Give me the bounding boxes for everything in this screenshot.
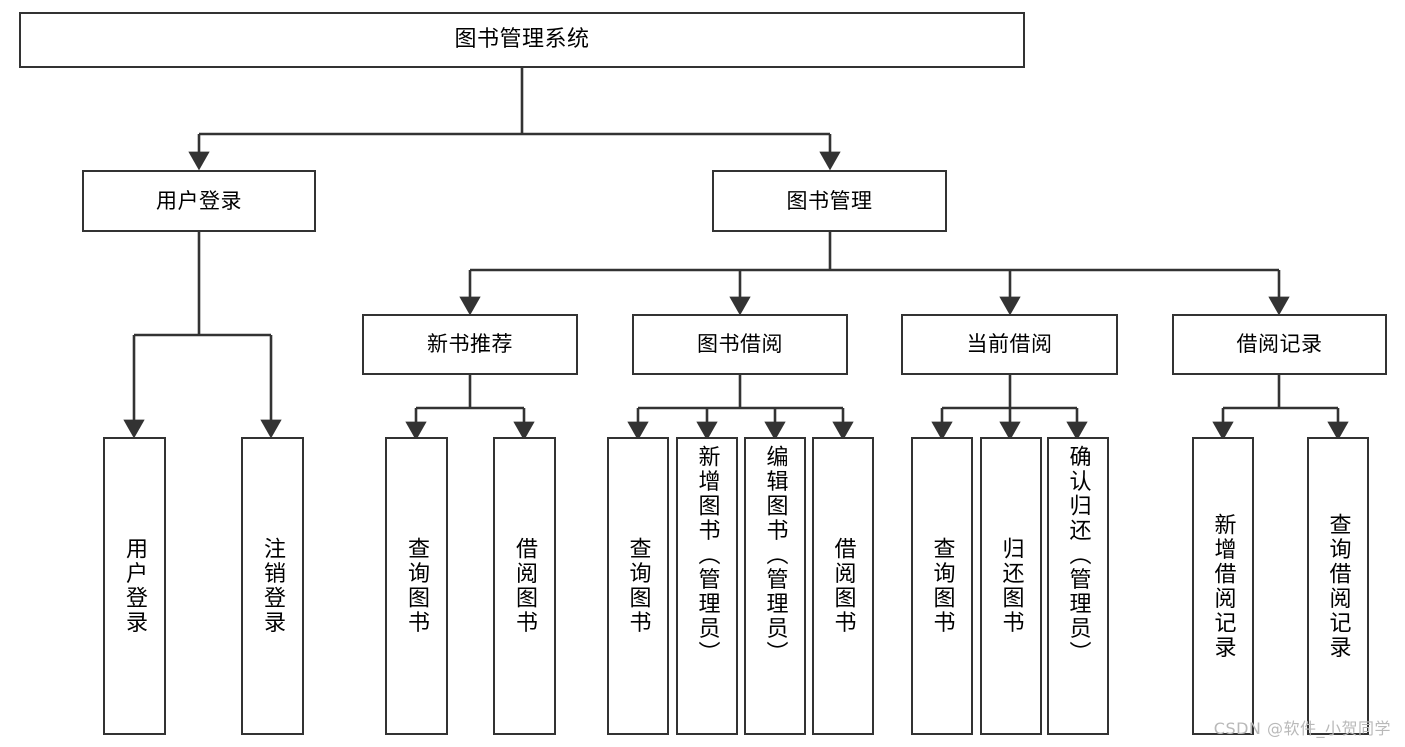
node-user-login[interactable]: 用户登录 bbox=[82, 170, 316, 232]
node-label: 确认归还（管理员） bbox=[1065, 445, 1091, 666]
node-label: 借阅记录 bbox=[1236, 332, 1323, 357]
node-label: 注销登录 bbox=[260, 537, 286, 635]
leaf-query-borrow-record[interactable]: 查询借阅记录 bbox=[1307, 437, 1369, 735]
leaf-add-borrow-record[interactable]: 新增借阅记录 bbox=[1192, 437, 1254, 735]
node-label: 图书管理系统 bbox=[454, 27, 590, 53]
leaf-logout[interactable]: 注销登录 bbox=[241, 437, 304, 735]
node-current-borrowing[interactable]: 当前借阅 bbox=[901, 314, 1118, 375]
leaf-return-book[interactable]: 归还图书 bbox=[980, 437, 1042, 735]
leaf-borrow-book-borrowing[interactable]: 借阅图书 bbox=[812, 437, 874, 735]
node-borrowing-records[interactable]: 借阅记录 bbox=[1172, 314, 1387, 375]
node-label: 用户登录 bbox=[122, 537, 148, 635]
node-label: 图书借阅 bbox=[697, 332, 783, 357]
leaf-add-book-admin[interactable]: 新增图书（管理员） bbox=[676, 437, 738, 735]
node-label: 借阅图书 bbox=[512, 537, 538, 635]
leaf-user-login[interactable]: 用户登录 bbox=[103, 437, 166, 735]
node-new-book-recommendation[interactable]: 新书推荐 bbox=[362, 314, 578, 375]
node-label: 查询图书 bbox=[404, 537, 430, 635]
node-label: 新增借阅记录 bbox=[1210, 512, 1236, 660]
node-label: 编辑图书（管理员） bbox=[762, 445, 788, 666]
node-label: 借阅图书 bbox=[830, 537, 856, 635]
node-label: 新增图书（管理员） bbox=[694, 445, 720, 666]
node-label: 查询图书 bbox=[929, 537, 955, 635]
node-label: 当前借阅 bbox=[966, 332, 1053, 357]
node-book-management-system[interactable]: 图书管理系统 bbox=[19, 12, 1025, 68]
node-label: 用户登录 bbox=[156, 188, 242, 213]
leaf-edit-book-admin[interactable]: 编辑图书（管理员） bbox=[744, 437, 806, 735]
node-label: 查询图书 bbox=[625, 537, 651, 635]
leaf-query-book-current[interactable]: 查询图书 bbox=[911, 437, 973, 735]
node-label: 新书推荐 bbox=[427, 332, 513, 357]
csdn-watermark: CSDN @软件_小贺同学 bbox=[1213, 719, 1391, 738]
leaf-query-book-new-book[interactable]: 查询图书 bbox=[385, 437, 448, 735]
node-book-management[interactable]: 图书管理 bbox=[712, 170, 947, 232]
leaf-borrow-book-new-book[interactable]: 借阅图书 bbox=[493, 437, 556, 735]
leaf-confirm-return-admin[interactable]: 确认归还（管理员） bbox=[1047, 437, 1109, 735]
node-book-borrowing[interactable]: 图书借阅 bbox=[632, 314, 848, 375]
node-label: 图书管理 bbox=[786, 188, 873, 213]
leaf-query-book-borrowing[interactable]: 查询图书 bbox=[607, 437, 669, 735]
node-label: 归还图书 bbox=[998, 537, 1024, 635]
node-label: 查询借阅记录 bbox=[1325, 512, 1351, 660]
